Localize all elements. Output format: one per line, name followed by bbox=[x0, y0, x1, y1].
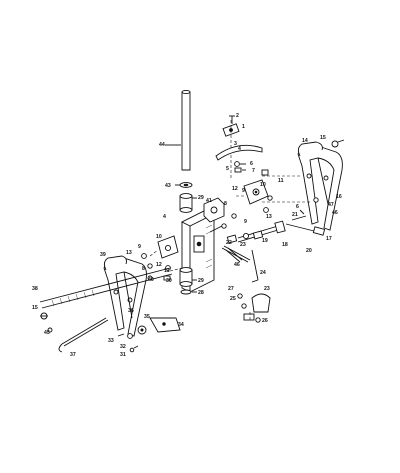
callout-15-left: 15 bbox=[32, 305, 38, 311]
left-stern-bracket bbox=[103, 255, 147, 337]
callout-4: 4 bbox=[238, 146, 241, 152]
shaft-bushing-upper bbox=[179, 193, 197, 213]
shaft-bushing-lower bbox=[179, 267, 197, 295]
callout-8-left: 8 bbox=[142, 266, 145, 272]
callout-9-left: 9 bbox=[138, 244, 141, 250]
callout-18: 18 bbox=[282, 242, 288, 248]
callout-44: 44 bbox=[159, 142, 165, 148]
callout-31: 31 bbox=[120, 352, 126, 358]
callout-26: 26 bbox=[262, 318, 268, 324]
right-lock-plate bbox=[236, 169, 273, 213]
shaft-washer-43 bbox=[175, 182, 193, 188]
left-lock-plate bbox=[141, 235, 179, 269]
callout-29-lower: 29 bbox=[198, 278, 204, 284]
callout-22: 22 bbox=[226, 240, 232, 246]
callout-19: 19 bbox=[262, 238, 268, 244]
callout-17: 17 bbox=[326, 236, 332, 242]
callout-12: 12 bbox=[232, 186, 238, 192]
callout-13-left: 13 bbox=[126, 250, 132, 256]
tilt-tube-nut bbox=[40, 312, 48, 320]
callout-28: 28 bbox=[198, 290, 204, 296]
top-nuts bbox=[234, 161, 246, 173]
callout-23: 23 bbox=[240, 242, 246, 248]
callout-11-left: 11 bbox=[164, 268, 170, 274]
callout-39: 39 bbox=[100, 252, 106, 258]
callout-9: 9 bbox=[242, 188, 245, 194]
callout-47: 47 bbox=[328, 202, 334, 208]
callout-6: 6 bbox=[250, 161, 253, 167]
top-screw bbox=[229, 115, 235, 124]
callout-5: 5 bbox=[226, 166, 229, 172]
callout-12-left: 12 bbox=[156, 262, 162, 268]
callout-labels: 44 1 2 3 4 5 6 7 43 29 4 41 8 12 9 10 11… bbox=[32, 113, 342, 358]
callout-6-right: 6 bbox=[296, 204, 299, 210]
callout-9-mid: 9 bbox=[244, 219, 247, 225]
callout-32: 32 bbox=[120, 344, 126, 350]
callout-13: 13 bbox=[266, 214, 272, 220]
callout-14: 14 bbox=[302, 138, 308, 144]
tilt-rod-37 bbox=[47, 317, 109, 353]
right-stern-bracket bbox=[262, 139, 345, 231]
callout-24: 24 bbox=[260, 270, 266, 276]
callout-10-left: 10 bbox=[156, 234, 162, 240]
callout-2: 2 bbox=[236, 113, 239, 119]
callout-11: 11 bbox=[278, 178, 284, 184]
callout-46: 46 bbox=[332, 210, 338, 216]
lower-right-clamp bbox=[237, 293, 271, 323]
callout-29: 29 bbox=[198, 195, 204, 201]
callout-16: 16 bbox=[336, 194, 342, 200]
callout-41: 41 bbox=[206, 198, 212, 204]
tilt-tube bbox=[39, 267, 183, 309]
callout-20: 20 bbox=[306, 248, 312, 254]
callout-33: 33 bbox=[108, 338, 114, 344]
callout-25: 25 bbox=[230, 296, 236, 302]
callout-38: 38 bbox=[32, 286, 38, 292]
callout-43: 43 bbox=[165, 183, 171, 189]
callout-3: 3 bbox=[234, 141, 237, 147]
callout-36: 36 bbox=[128, 308, 134, 314]
tilt-lock-lever bbox=[117, 317, 181, 353]
callout-21: 21 bbox=[292, 212, 298, 218]
tilt-lever-linkage bbox=[209, 209, 326, 244]
callout-40: 40 bbox=[148, 277, 154, 283]
callout-8: 8 bbox=[224, 201, 227, 207]
top-clamp-plate bbox=[222, 120, 240, 178]
left-small-parts bbox=[147, 265, 171, 281]
callout-46-mid: 46 bbox=[234, 262, 240, 268]
callout-45: 45 bbox=[44, 330, 50, 336]
callout-4-left: 4 bbox=[163, 214, 166, 220]
callout-27: 27 bbox=[228, 286, 234, 292]
friction-band bbox=[215, 144, 263, 161]
steering-shaft bbox=[165, 89, 191, 171]
callout-30: 30 bbox=[166, 278, 172, 284]
callout-7: 7 bbox=[252, 168, 255, 174]
callout-23-lower: 23 bbox=[264, 286, 270, 292]
callout-37: 37 bbox=[70, 352, 76, 358]
callout-1: 1 bbox=[242, 124, 245, 130]
callout-10: 10 bbox=[260, 182, 266, 188]
callout-15: 15 bbox=[320, 135, 326, 141]
pin-46 bbox=[225, 247, 243, 263]
callout-35: 35 bbox=[144, 314, 150, 320]
callout-34: 34 bbox=[178, 322, 184, 328]
